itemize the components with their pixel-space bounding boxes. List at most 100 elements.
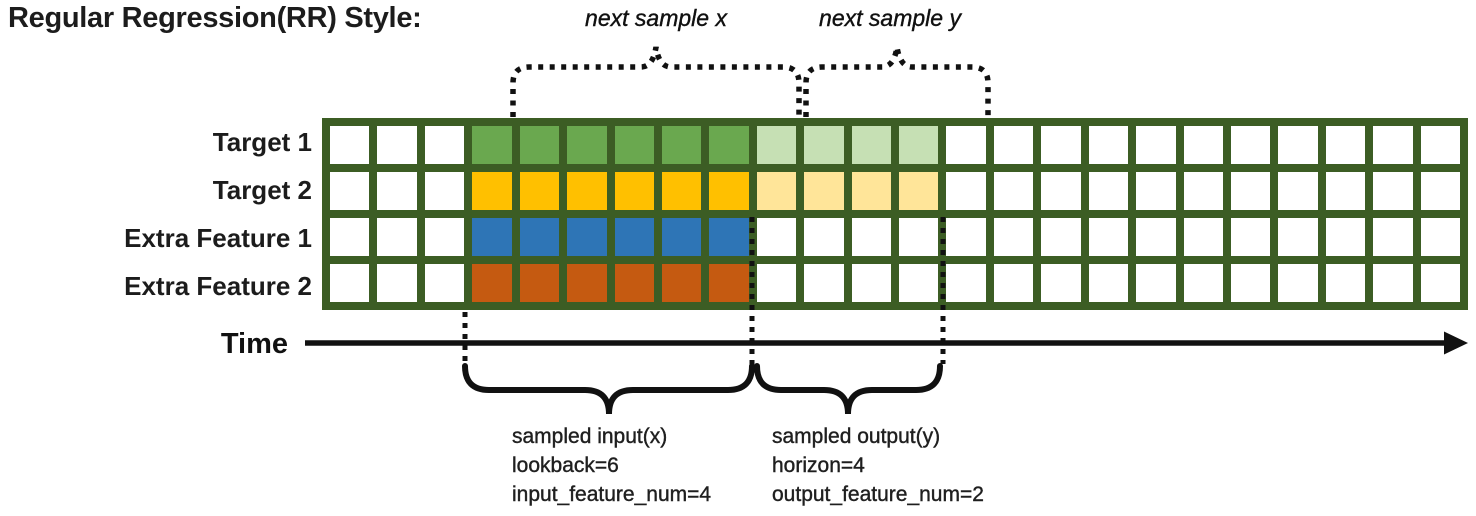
grid-cell [1373,264,1413,302]
grid-cell [472,126,512,164]
next-sample-x-brace [510,46,802,117]
grid-cell [1183,218,1223,256]
grid-cell [661,264,702,302]
sampled-input-brace [462,363,755,415]
grid-cell [661,126,702,164]
grid-cell [377,218,417,256]
grid-cell [661,218,702,256]
grid-cell [567,172,607,210]
grid-cell [756,218,797,256]
grid-cell [1420,172,1460,210]
grid-cell [946,218,986,256]
annotation-line: output_feature_num=2 [772,483,984,506]
grid-cell [851,218,891,256]
grid-cell [1088,218,1129,256]
grid-cell [709,126,749,164]
grid-cell [377,264,417,302]
grid-cell [1420,126,1460,164]
annotation-line: lookback=6 [512,454,619,477]
grid-cell [804,218,844,256]
grid-cell [804,264,844,302]
grid-cell [614,218,654,256]
grid-cell [946,172,986,210]
row-label-target-2: Target 2 [212,175,312,205]
grid-cell [472,172,512,210]
grid-cell [756,264,797,302]
grid-cell [851,264,891,302]
grid-cell [330,218,370,256]
grid-cell [946,126,986,164]
sampled-output-annotation: sampled output(y) horizon=4 output_featu… [772,422,984,509]
grid-cell [424,126,465,164]
grid-cell [1041,264,1081,302]
grid-cell [1183,172,1223,210]
annotation-line: input_feature_num=4 [512,483,712,506]
grid-cell [424,264,465,302]
grid-cell [1230,172,1271,210]
grid-cell [1373,126,1413,164]
grid-cell [424,218,465,256]
grid-cell [756,172,797,210]
grid-cell [661,172,702,210]
next-sample-y-brace [803,46,991,117]
row-label-extra-feature-2: Extra Feature 2 [124,271,312,301]
grid-cell [1230,218,1271,256]
grid-cell [1325,218,1366,256]
grid-cell [567,218,607,256]
time-arrow-head [1444,331,1468,355]
grid-cell [804,172,844,210]
grid-cell [1230,126,1271,164]
row-labels: Target 1 Target 2 Extra Feature 1 Extra … [0,118,312,310]
annotation-line: sampled input(x) [512,425,668,448]
figure-title: Regular Regression(RR) Style: [8,2,422,34]
grid-cell [1420,218,1460,256]
time-axis-label: Time [220,328,288,360]
grid-cell [1325,172,1366,210]
grid-cell [709,218,749,256]
grid-cell [899,126,939,164]
grid-cell [1136,172,1176,210]
grid-cell [709,172,749,210]
grid-cell [1325,264,1366,302]
grid-cell [946,264,986,302]
grid-cell [424,172,465,210]
grid-cell [519,172,560,210]
grid-cell [1373,218,1413,256]
grid-cell [993,264,1034,302]
sampled-output-brace [754,363,943,415]
grid-cell [899,172,939,210]
grid-cell [330,172,370,210]
grid-cell [993,126,1034,164]
grid-cell [472,264,512,302]
grid-cell [1278,218,1318,256]
grid-cell [1278,126,1318,164]
grid-cell [1230,264,1271,302]
grid-cell [804,126,844,164]
grid-cell [1088,126,1129,164]
grid-cell [993,218,1034,256]
grid-cell [709,264,749,302]
grid-cell [1136,264,1176,302]
grid-cell [614,126,654,164]
grid-cell [851,172,891,210]
grid-cell [1041,172,1081,210]
grid-cell [1420,264,1460,302]
grid-cell [1278,172,1318,210]
grid-cell [1041,126,1081,164]
grid-cell [899,264,939,302]
grid-cell [567,126,607,164]
grid-cell [519,264,560,302]
grid-cell [567,264,607,302]
next-sample-y-label: next sample y [819,5,961,31]
grid-cell [1183,264,1223,302]
grid-cell [330,264,370,302]
grid-cell [1041,218,1081,256]
grid-cell [1088,264,1129,302]
grid-cell [756,126,797,164]
grid-cell [472,218,512,256]
row-label-extra-feature-1: Extra Feature 1 [124,223,312,253]
annotation-line: sampled output(y) [772,425,941,448]
grid-cell [330,126,370,164]
grid-cell [1325,126,1366,164]
